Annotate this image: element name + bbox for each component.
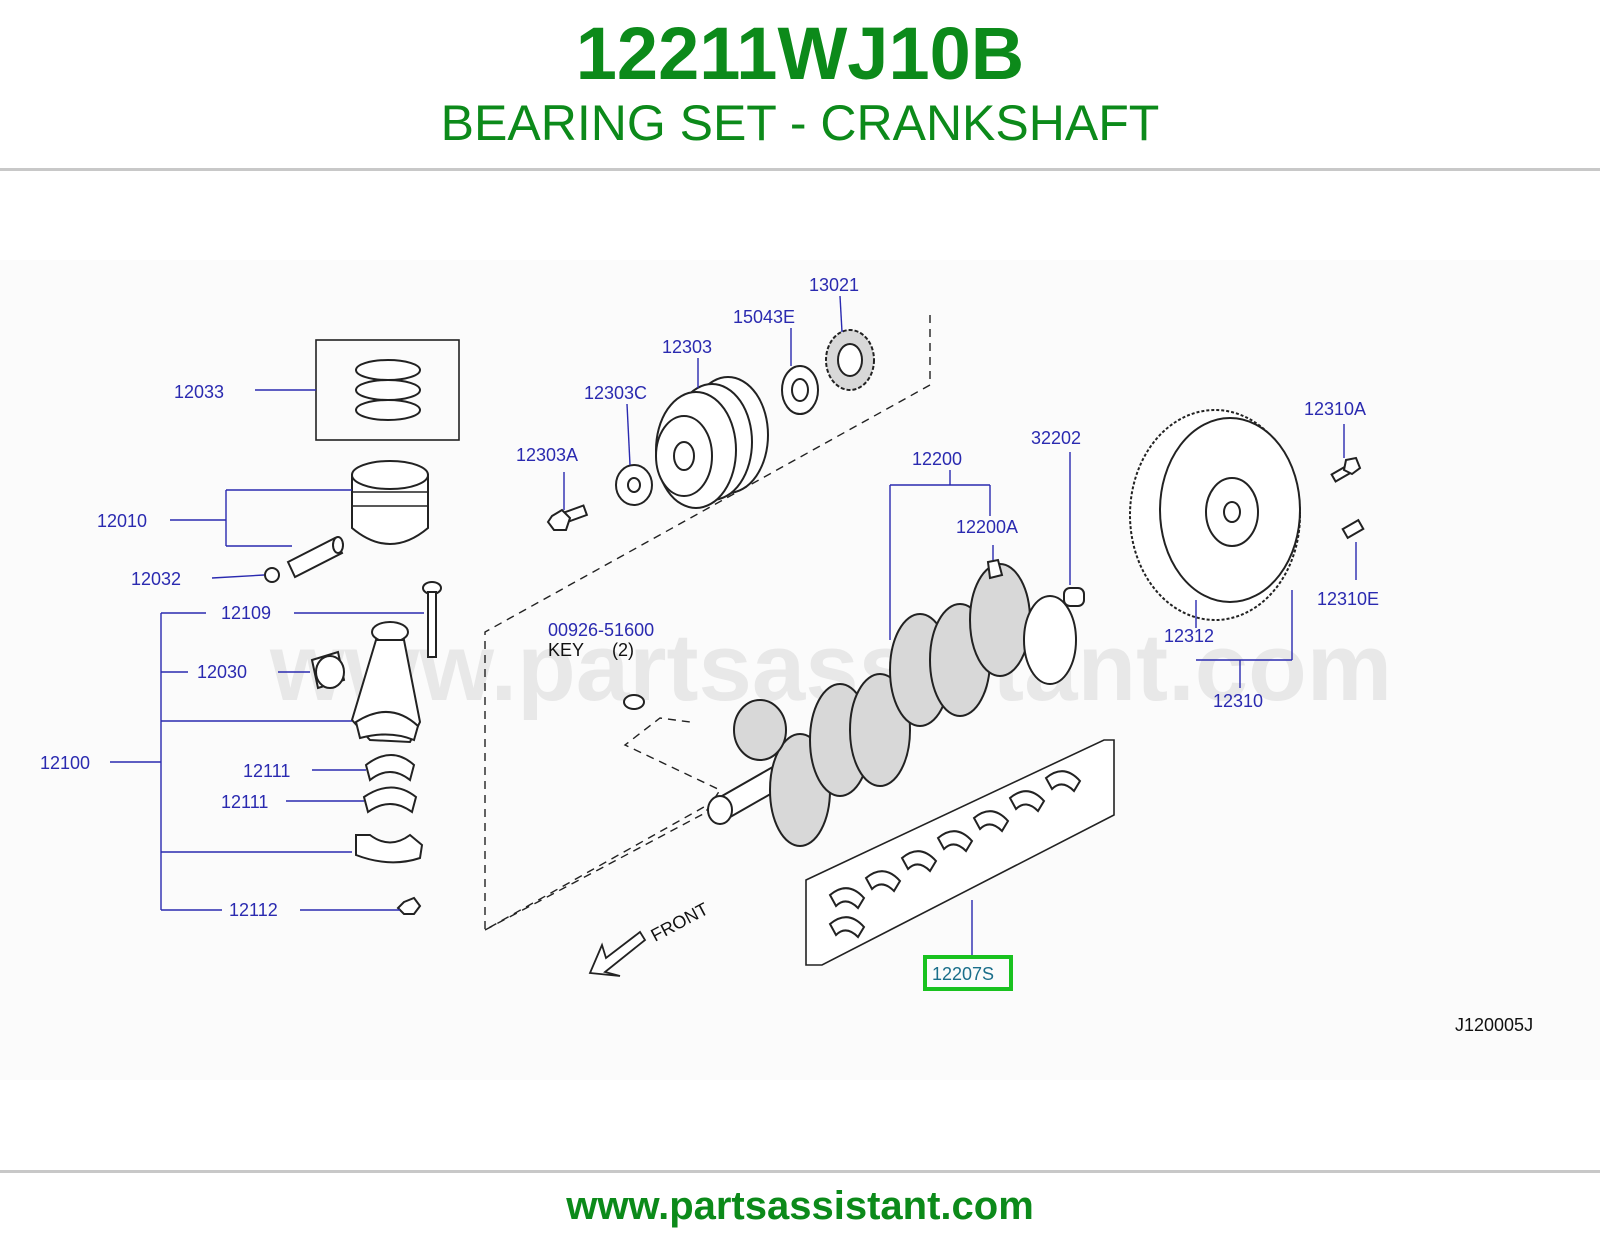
callout-12310E[interactable]: 12310E [1317, 589, 1379, 609]
page-header: 12211WJ10B BEARING SET - CRANKSHAFT [0, 0, 1600, 170]
key-guide-dashes [484, 717, 722, 931]
callout-15043E[interactable]: 15043E [733, 307, 795, 327]
key-label: KEY [548, 640, 584, 660]
footer-website-link[interactable]: www.partsassistant.com [566, 1184, 1034, 1228]
callout-12200A[interactable]: 12200A [956, 517, 1018, 537]
callout-12312[interactable]: 12312 [1164, 626, 1214, 646]
leader-12032 [211, 574, 265, 579]
crankshaft-plug [986, 558, 1004, 580]
callout-12303C[interactable]: 12303C [584, 383, 647, 403]
callout-12030[interactable]: 12030 [197, 662, 247, 682]
callout-12109[interactable]: 12109 [221, 603, 271, 623]
leader-12100 [110, 720, 352, 853]
piston-pin [286, 536, 344, 579]
exploded-view-svg: www.partsassistant.com [40, 275, 1533, 1035]
leader-12303C [626, 403, 631, 466]
callout-12111-upper[interactable]: 12111 [243, 761, 290, 781]
crank-pulley [655, 376, 769, 509]
callout-12111-lower[interactable]: 12111 [221, 792, 268, 812]
callout-13021[interactable]: 13021 [809, 275, 859, 295]
callout-12112[interactable]: 12112 [229, 900, 278, 920]
crank-spacer [781, 365, 819, 415]
callout-12207S[interactable]: 12207S [932, 964, 994, 984]
pilot-bushing [1063, 587, 1085, 607]
main-bearing-set [805, 739, 1115, 966]
leader-12200 [889, 470, 991, 640]
front-arrow [588, 930, 647, 977]
rod-bearing-upper [364, 754, 416, 782]
callout-12303A[interactable]: 12303A [516, 445, 578, 465]
pulley-washer [615, 464, 653, 506]
leader-12310 [1196, 590, 1293, 688]
callout-32202[interactable]: 32202 [1031, 428, 1081, 448]
callout-12010[interactable]: 12010 [97, 511, 147, 531]
leader-13021 [839, 295, 843, 333]
crankshaft [707, 563, 1077, 847]
rod-cap [355, 833, 424, 864]
flywheel-bolt [1330, 456, 1362, 483]
crank-sprocket [825, 329, 875, 391]
connecting-rod [350, 621, 422, 744]
front-label: FRONT [647, 899, 711, 946]
callout-12033[interactable]: 12033 [174, 382, 224, 402]
callout-12310[interactable]: 12310 [1213, 691, 1263, 711]
rod-bearing-lower [362, 786, 418, 814]
callout-12310A[interactable]: 12310A [1304, 399, 1366, 419]
flywheel-dowel [1341, 518, 1365, 540]
footer-divider [0, 1170, 1600, 1173]
header-divider [0, 168, 1600, 171]
key-quantity: (2) [612, 640, 634, 660]
diagram-code: J120005J [1455, 1015, 1533, 1035]
callout-12100[interactable]: 12100 [40, 753, 90, 773]
part-description: BEARING SET - CRANKSHAFT [440, 95, 1160, 151]
piston-rings [355, 359, 421, 421]
rod-bolt [422, 581, 442, 658]
parts-diagram: www.partsassistant.com [0, 260, 1600, 1080]
callout-00926-51600[interactable]: 00926-51600 [548, 620, 654, 640]
part-number-title: 12211WJ10B [575, 12, 1025, 95]
rod-nut [396, 896, 422, 915]
callout-12032[interactable]: 12032 [131, 569, 181, 589]
small-end-bushing [310, 650, 346, 690]
piston [351, 460, 429, 545]
selected-part-highlight [923, 955, 1013, 991]
assembly-boundary [484, 315, 931, 932]
callout-12303[interactable]: 12303 [662, 337, 712, 357]
callout-12200[interactable]: 12200 [912, 449, 962, 469]
woodruff-key [623, 694, 645, 710]
pulley-bolt [546, 504, 589, 531]
flywheel [1129, 409, 1301, 621]
leader-12010 [170, 489, 352, 547]
snap-ring [264, 567, 280, 583]
